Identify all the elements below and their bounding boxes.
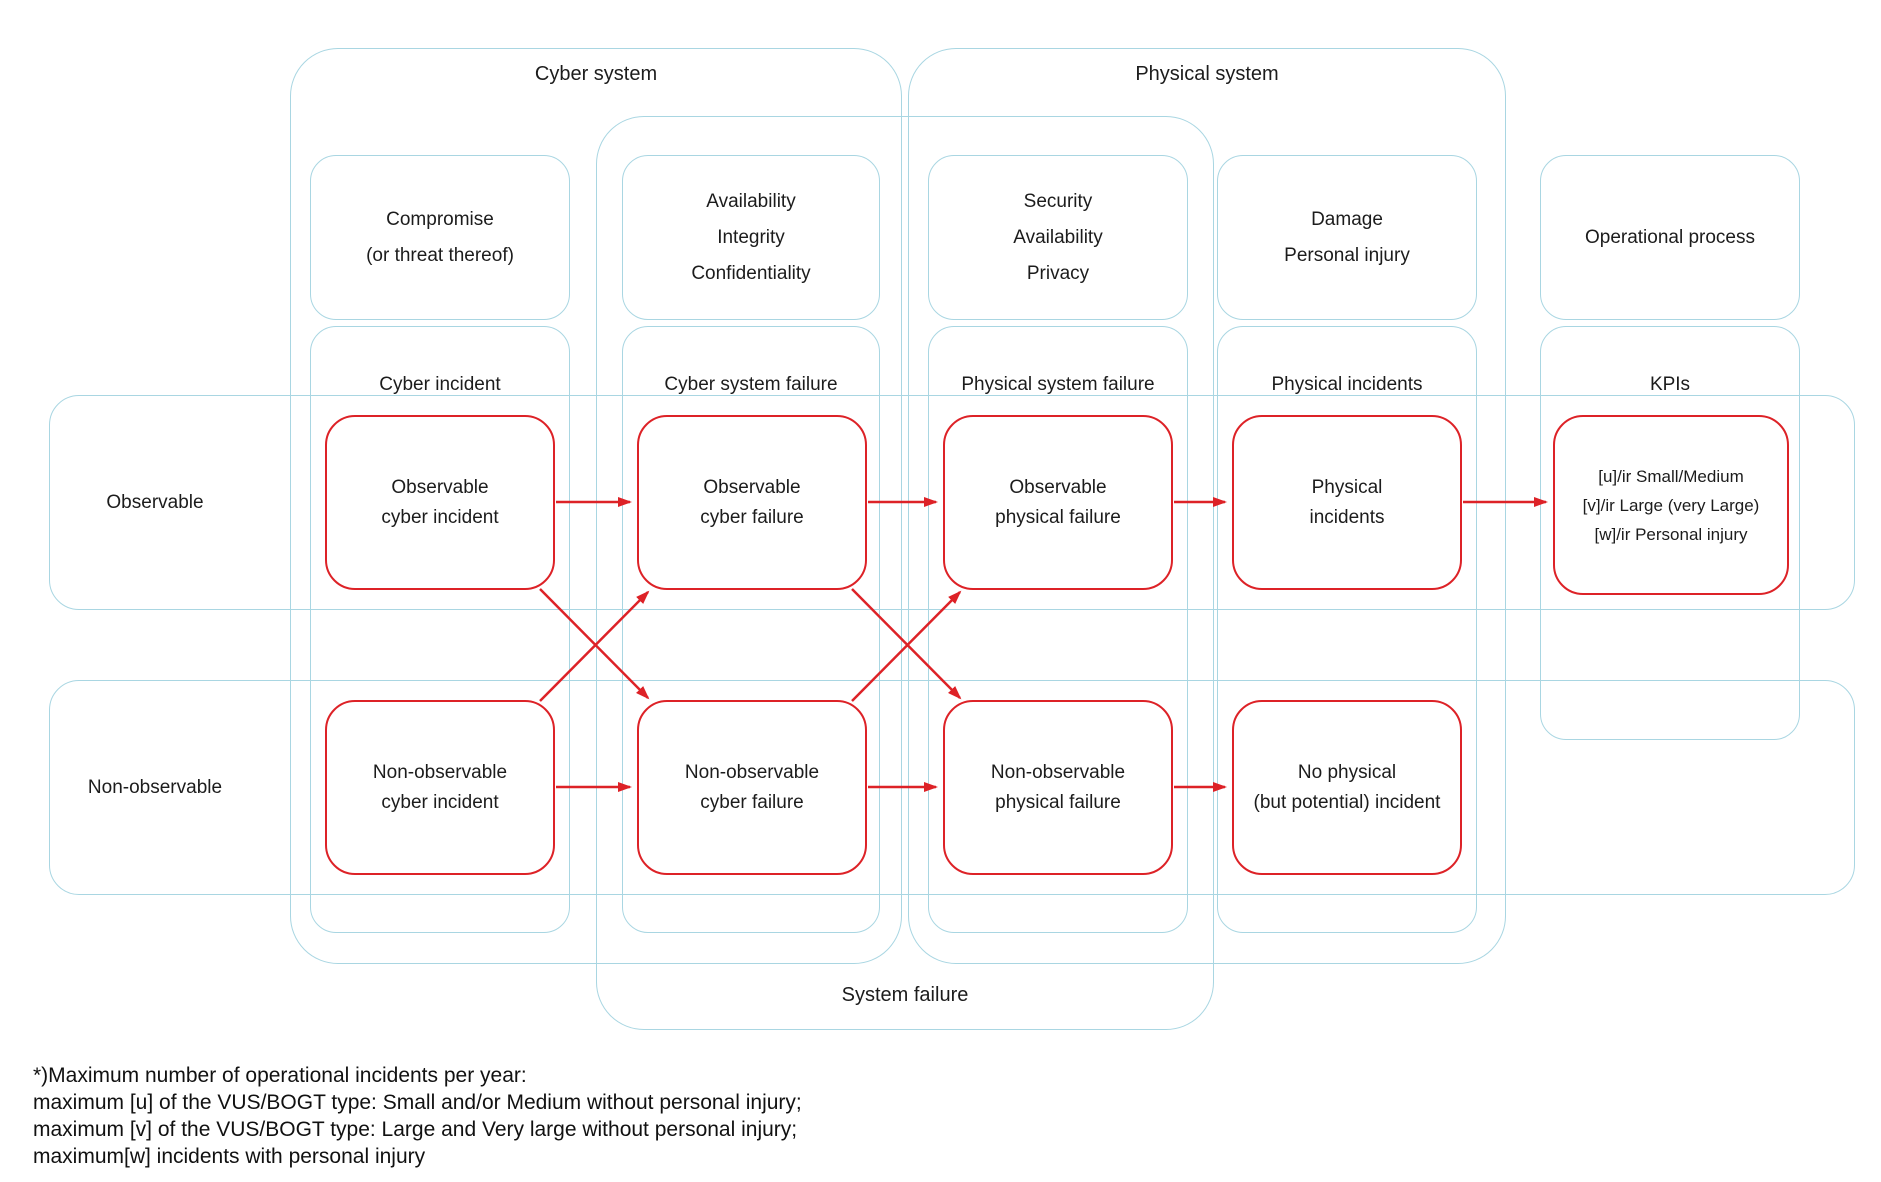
node-observable-cyber-failure: Observable cyber failure	[637, 415, 867, 590]
column-sublabel-cyber-system-failure: Cyber system failure	[664, 374, 838, 395]
node-line: cyber failure	[700, 506, 804, 528]
node-non-observable-cyber-incident: Non-observable cyber incident	[325, 700, 555, 875]
node-line: Observable	[1009, 476, 1107, 498]
footnote-line: *)Maximum number of operational incident…	[33, 1064, 527, 1087]
column-sublabel-physical-incidents: Physical incidents	[1271, 374, 1423, 395]
header-line: (or threat thereof)	[366, 244, 514, 266]
group-system-failure: System failure	[596, 116, 1214, 1030]
node-line: physical failure	[995, 791, 1121, 813]
header-line: Security	[1023, 190, 1093, 212]
column-header-availability-integrity-confidentiality: Availability Integrity Confidentiality	[622, 155, 880, 320]
column-header-operational-process: Operational process	[1540, 155, 1800, 320]
header-line: Compromise	[386, 208, 494, 230]
node-line: cyber incident	[381, 791, 499, 813]
node-observable-physical-failure: Observable physical failure	[943, 415, 1173, 590]
node-no-physical-incident: No physical (but potential) incident	[1232, 700, 1462, 875]
node-line: [u]/ir Small/Medium	[1598, 466, 1744, 486]
header-line: Integrity	[717, 226, 785, 248]
header-line: Damage	[1311, 208, 1383, 230]
node-line: Non-observable	[684, 761, 820, 783]
footnote-line: maximum[w] incidents with personal injur…	[33, 1145, 426, 1168]
node-line: incidents	[1309, 506, 1385, 528]
footnote-line: maximum [u] of the VUS/BOGT type: Small …	[33, 1091, 802, 1114]
header-line: Availability	[706, 190, 796, 212]
node-line: Observable	[391, 476, 489, 498]
node-non-observable-cyber-failure: Non-observable cyber failure	[637, 700, 867, 875]
row-label-observable: Observable	[106, 492, 204, 513]
column-header-damage-personal-injury: Damage Personal injury	[1217, 155, 1477, 320]
node-line: Non-observable	[990, 761, 1126, 783]
node-line: No physical	[1297, 761, 1397, 783]
node-line: [v]/ir Large (very Large)	[1582, 495, 1760, 515]
node-physical-incidents: Physical incidents	[1232, 415, 1462, 590]
row-label-non-observable: Non-observable	[87, 777, 223, 798]
footnote-line: maximum [v] of the VUS/BOGT type: Large …	[33, 1118, 798, 1141]
node-line: cyber incident	[381, 506, 499, 528]
node-non-observable-physical-failure: Non-observable physical failure	[943, 700, 1173, 875]
column-body-physical-incidents	[1217, 326, 1477, 933]
header-line: Availability	[1013, 226, 1103, 248]
column-sublabel-cyber-incident: Cyber incident	[379, 374, 501, 395]
header-line: Personal injury	[1284, 244, 1410, 266]
node-line: Non-observable	[372, 761, 508, 783]
footnote: *)Maximum number of operational incident…	[33, 1062, 802, 1170]
column-header-security-availability-privacy: Security Availability Privacy	[928, 155, 1188, 320]
group-cyber-system-label: Cyber system	[534, 63, 658, 85]
node-kpi-values: [u]/ir Small/Medium [v]/ir Large (very L…	[1553, 415, 1789, 595]
header-line: Privacy	[1026, 262, 1090, 284]
column-header-compromise: Compromise (or threat thereof)	[310, 155, 570, 320]
column-body-kpis	[1540, 326, 1800, 740]
node-line: (but potential) incident	[1253, 791, 1441, 813]
column-sublabel-physical-system-failure: Physical system failure	[961, 374, 1155, 395]
column-sublabel-kpis: KPIs	[1649, 374, 1691, 395]
node-line: cyber failure	[700, 791, 804, 813]
node-observable-cyber-incident: Observable cyber incident	[325, 415, 555, 590]
node-line: physical failure	[995, 506, 1121, 528]
header-line: Operational process	[1584, 226, 1756, 248]
node-line: [w]/ir Personal injury	[1594, 524, 1748, 544]
node-line: Physical	[1311, 476, 1383, 498]
node-line: Observable	[703, 476, 801, 498]
group-physical-system-label: Physical system	[1135, 63, 1279, 85]
group-physical-system: Physical system	[908, 48, 1506, 964]
header-line: Confidentiality	[691, 262, 811, 284]
group-system-failure-label: System failure	[841, 984, 969, 1006]
